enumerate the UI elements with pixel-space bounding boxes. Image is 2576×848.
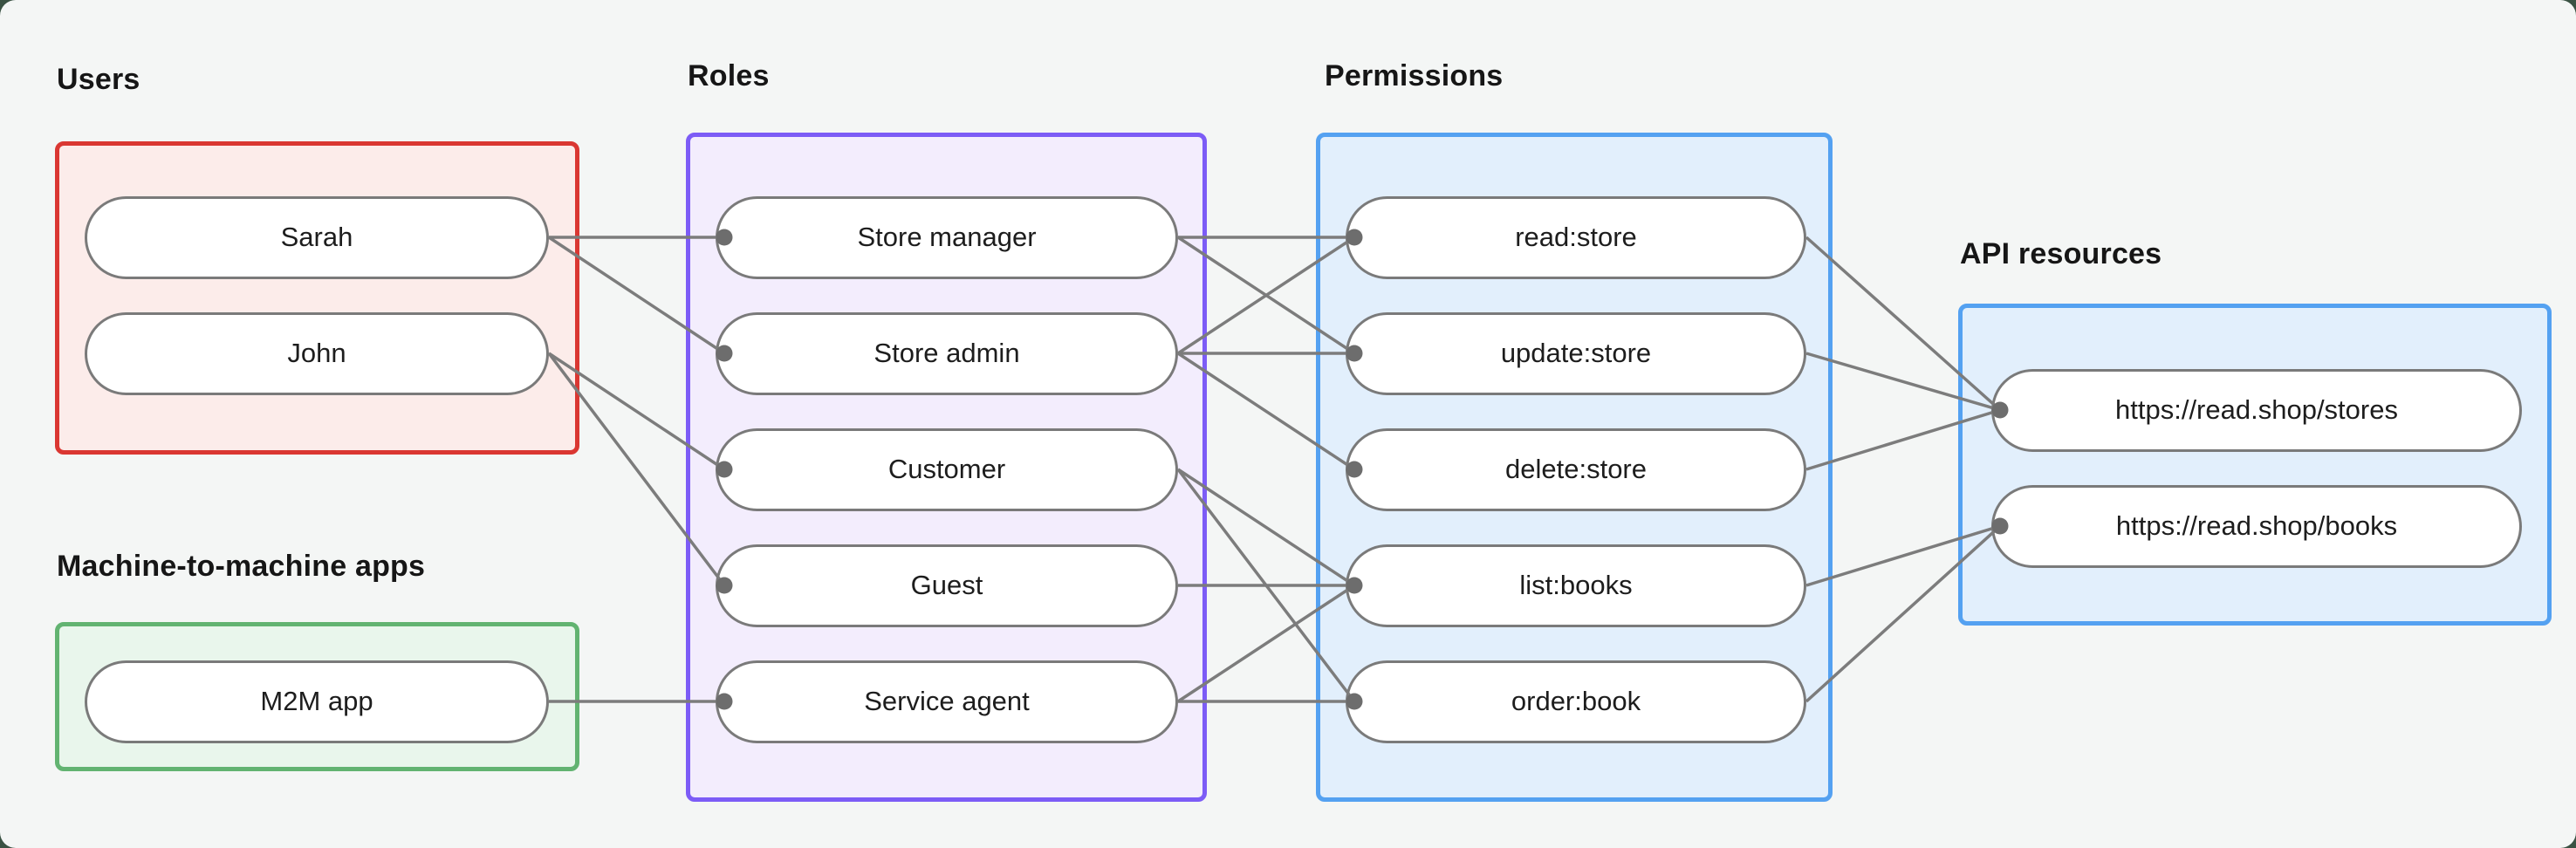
node-stores-url: https://read.shop/stores xyxy=(1991,368,2522,452)
m2m-group-label: Machine-to-machine apps xyxy=(57,550,426,583)
permissions-group-label: Permissions xyxy=(1325,59,1504,92)
node-customer: Customer xyxy=(716,427,1178,511)
node-sarah: Sarah xyxy=(85,195,549,279)
node-order-book: order:book xyxy=(1346,660,1806,743)
roles-group-label: Roles xyxy=(688,59,770,92)
node-store-admin: Store admin xyxy=(716,311,1178,395)
node-update-store: update:store xyxy=(1346,311,1806,395)
node-books-url: https://read.shop/books xyxy=(1991,484,2522,568)
api-group-label: API resources xyxy=(1960,237,2162,270)
api-group-box xyxy=(1958,304,2552,626)
node-list-books: list:books xyxy=(1346,544,1806,627)
node-guest: Guest xyxy=(716,544,1178,627)
node-m2m-app: M2M app xyxy=(85,660,549,743)
users-group-box xyxy=(55,141,579,455)
node-john: John xyxy=(85,311,549,395)
node-read-store: read:store xyxy=(1346,195,1806,279)
node-delete-store: delete:store xyxy=(1346,427,1806,511)
node-service-agent: Service agent xyxy=(716,660,1178,743)
node-store-manager: Store manager xyxy=(716,195,1178,279)
users-group-label: Users xyxy=(57,63,140,96)
